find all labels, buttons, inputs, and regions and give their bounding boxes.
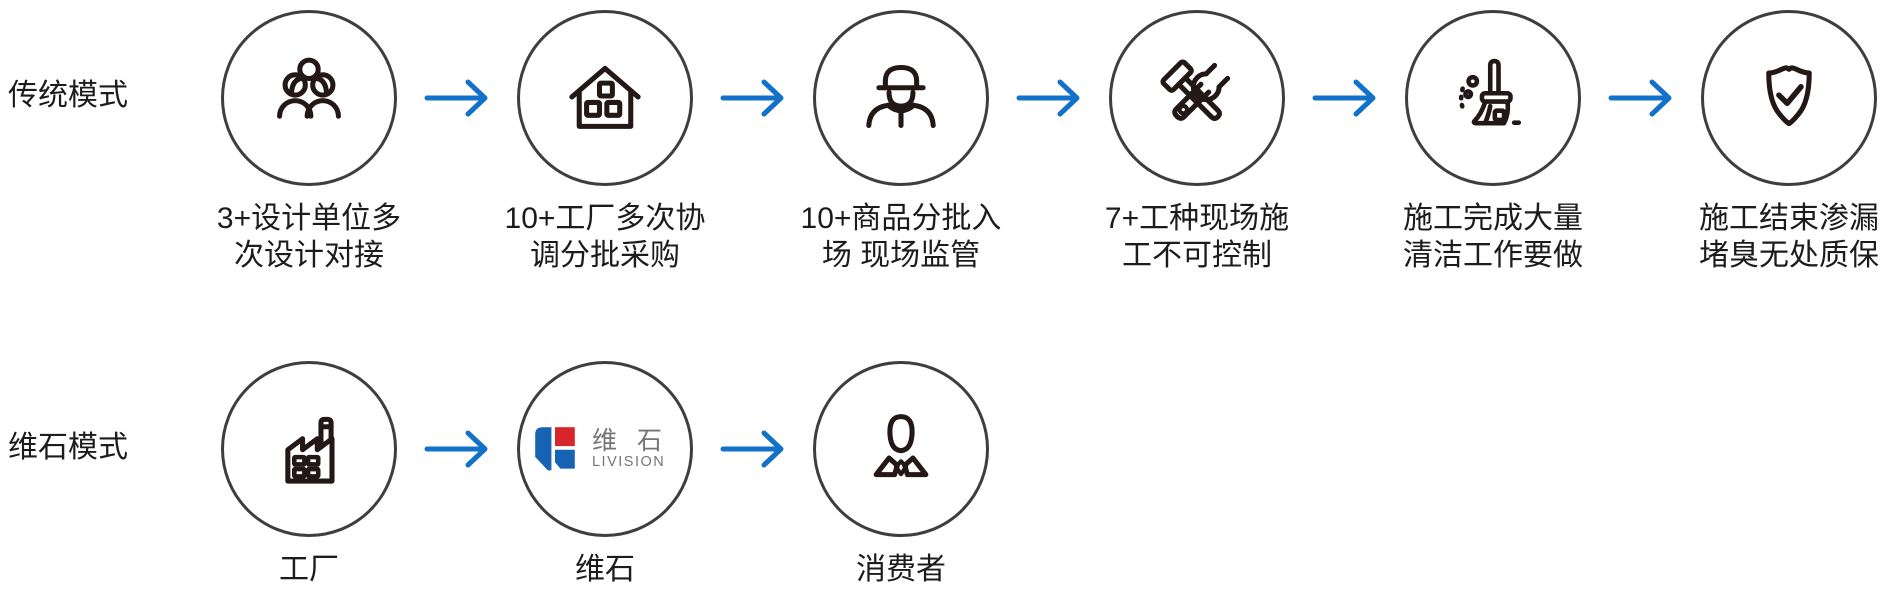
step-caption: 消费者 xyxy=(856,553,946,586)
livision-logo-mark-icon xyxy=(528,420,582,479)
livision-logo: 维石 LIVISION xyxy=(528,420,682,479)
flow-arrow-icon xyxy=(1312,79,1376,117)
step-caption: 施工结束渗漏 堵臭无处质保 xyxy=(1699,202,1879,272)
step-circle xyxy=(813,361,989,537)
flow-arrow-icon xyxy=(424,79,488,117)
shield-check-icon xyxy=(1743,50,1835,147)
step-caption: 3+设计单位多 次设计对接 xyxy=(216,202,402,272)
step-cleaning: 施工完成大量 清洁工作要做 xyxy=(1403,10,1583,272)
step-factory-purchase: 10+工厂多次协 调分批采购 xyxy=(505,10,705,272)
step-circle xyxy=(1109,10,1285,186)
step-circle xyxy=(221,361,397,537)
broom-icon xyxy=(1447,50,1539,147)
consumer-icon xyxy=(855,401,947,498)
step-warranty: 施工结束渗漏 堵臭无处质保 xyxy=(1699,10,1879,272)
row-label-livision: 维石模式 xyxy=(8,431,128,464)
step-circle: 维石 LIVISION xyxy=(517,361,693,537)
livision-logo-en: LIVISION xyxy=(591,454,666,470)
step-circle xyxy=(221,10,397,186)
step-caption: 10+商品分批入 场 现场监管 xyxy=(800,202,1002,272)
flow-arrow-icon xyxy=(1608,79,1672,117)
hammer-wrench-icon xyxy=(1151,50,1243,147)
step-caption: 施工完成大量 清洁工作要做 xyxy=(1403,202,1583,272)
step-livision: 维石 LIVISION 维石 xyxy=(517,361,693,586)
step-factory: 工厂 xyxy=(221,361,397,586)
step-circle xyxy=(517,10,693,186)
warehouse-icon xyxy=(559,50,651,147)
step-circle xyxy=(813,10,989,186)
step-design: 3+设计单位多 次设计对接 xyxy=(217,10,401,272)
flow-arrow-icon xyxy=(720,430,784,468)
flow-arrow-icon xyxy=(720,79,784,117)
flow-arrow-icon xyxy=(1016,79,1080,117)
livision-logo-text: 维石 LIVISION xyxy=(592,428,682,470)
flow-arrow-icon xyxy=(424,430,488,468)
step-consumer: 消费者 xyxy=(813,361,989,586)
people-group-icon xyxy=(263,50,355,147)
step-caption: 工厂 xyxy=(279,553,339,586)
row-label-traditional: 传统模式 xyxy=(8,79,128,112)
step-caption: 7+工种现场施 工不可控制 xyxy=(1104,202,1290,272)
step-construction: 7+工种现场施 工不可控制 xyxy=(1105,10,1289,272)
step-circle xyxy=(1405,10,1581,186)
construction-worker-icon xyxy=(855,50,947,147)
factory-icon xyxy=(263,401,355,498)
step-caption: 维石 xyxy=(575,553,635,586)
step-caption: 10+工厂多次协 调分批采购 xyxy=(504,202,706,272)
step-circle xyxy=(1701,10,1877,186)
livision-logo-cn: 维石 xyxy=(591,427,682,455)
step-goods-entry: 10+商品分批入 场 现场监管 xyxy=(801,10,1001,272)
